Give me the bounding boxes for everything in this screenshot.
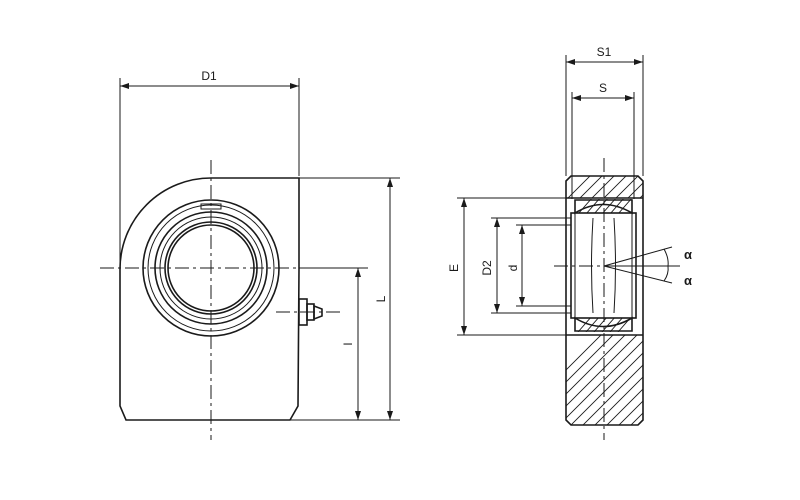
- front-view: D1 L l: [100, 69, 400, 440]
- hatch-bottom: [566, 335, 643, 425]
- rod-end-body-outline: [119, 177, 300, 421]
- alpha-angle: α α: [603, 246, 692, 288]
- dimension-s1: S1: [565, 45, 644, 176]
- section-body-outline: [565, 175, 644, 426]
- dimension-s: S: [571, 81, 635, 199]
- outer-ring-top: [574, 199, 633, 215]
- label-d2: D2: [480, 260, 494, 276]
- dimension-d1: D1: [119, 69, 300, 265]
- label-e: E: [447, 264, 461, 272]
- label-alpha-bottom: α: [684, 273, 692, 288]
- outer-ring-bottom: [574, 316, 633, 332]
- dimension-l-small: l: [299, 267, 368, 420]
- dimension-d2: D2: [480, 217, 571, 314]
- side-section-view: α α S1 S E: [447, 45, 692, 440]
- dimension-d: d: [506, 224, 571, 307]
- label-s: S: [599, 81, 607, 95]
- hatch-top: [567, 176, 643, 198]
- label-l: L: [374, 295, 388, 302]
- label-alpha-top: α: [684, 247, 692, 262]
- label-s1: S1: [597, 45, 612, 59]
- label-d: d: [506, 265, 520, 272]
- label-l-small: l: [341, 343, 355, 346]
- dimension-e: E: [447, 197, 566, 336]
- label-d1: D1: [201, 69, 217, 83]
- dimension-l: L: [290, 177, 400, 421]
